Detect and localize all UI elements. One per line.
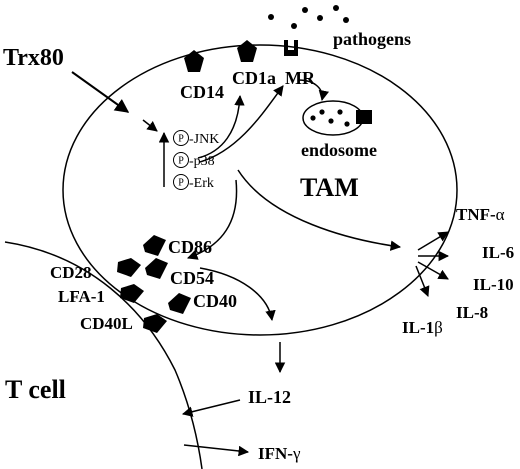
phospho-kinases: [173, 130, 189, 190]
cd86-label: CD86: [168, 237, 212, 257]
mr-label: MR: [285, 68, 316, 88]
il10-label: IL-10: [473, 275, 514, 294]
il10-arrow: [417, 261, 449, 280]
mr-to-endosome-arrow: [297, 79, 329, 102]
endosome-pathogens: [310, 109, 350, 127]
lfa1-label: LFA-1: [58, 287, 105, 306]
p38-p-label: P: [178, 156, 184, 167]
synapse-receptors: [117, 235, 191, 333]
il6-label: IL-6: [482, 243, 514, 262]
cd1a-receptor-icon: [237, 40, 257, 62]
ifn-arrow: [183, 444, 250, 457]
erk-p-label: P: [178, 178, 184, 189]
erk-label: -Erk: [189, 176, 214, 191]
cd14-label: CD14: [180, 82, 224, 102]
mr-receptor-icon: [284, 40, 298, 56]
p38-to-mr-arrow: [199, 85, 284, 163]
lfa1-receptor-icon: [120, 284, 144, 303]
trx80-arrow: [71, 71, 130, 113]
p38-to-cd1a-arrow: [197, 94, 245, 159]
cd40l-label: CD40L: [80, 314, 133, 333]
cd86-receptor-icon: [143, 235, 166, 256]
erk-to-cytokines-arrow: [237, 169, 402, 251]
cd54-label: CD54: [170, 268, 214, 288]
cd28-label: CD28: [50, 263, 92, 282]
il12-label: IL-12: [248, 387, 291, 407]
cd40-label: CD40: [193, 291, 237, 311]
pathogens-label: pathogens: [333, 29, 411, 49]
endosome-receptor-icon: [356, 110, 372, 124]
cd40l-receptor-icon: [143, 314, 167, 333]
il1b-label: IL-1β: [402, 318, 443, 337]
il12-to-tcell-arrow: [181, 399, 241, 417]
trx80-label: Trx80: [3, 45, 64, 71]
arrows: [71, 71, 450, 457]
tam-label: TAM: [300, 173, 359, 202]
endosome-label: endosome: [301, 140, 377, 160]
tam-cell-membrane: [62, 44, 458, 336]
cd86-to-il12-arrow: [199, 267, 276, 322]
cd1a-label: CD1a: [232, 68, 276, 88]
jnk-p-label: P: [178, 134, 184, 145]
cd14-receptor-icon: [184, 50, 204, 72]
pathogen-dots: [268, 5, 349, 29]
inner-trx80-arrow: [142, 119, 158, 132]
jnk-label: -JNK: [189, 132, 219, 147]
tnf-alpha-label: TNF-α: [456, 205, 505, 224]
cd28-receptor-icon: [117, 258, 141, 277]
t-cell-membrane: [4, 241, 203, 469]
il1b-arrow: [415, 265, 430, 297]
erk-to-cd86-arrow: [187, 179, 238, 260]
p38-label: -p38: [189, 154, 215, 169]
tcell-label: T cell: [5, 375, 66, 404]
ifn-gamma-label: IFN-γ: [258, 444, 301, 463]
il8-label: IL-8: [456, 303, 488, 322]
cd54-receptor-icon: [145, 258, 168, 279]
cd40-receptor-icon: [168, 293, 191, 314]
tnf-arrow: [417, 231, 449, 251]
